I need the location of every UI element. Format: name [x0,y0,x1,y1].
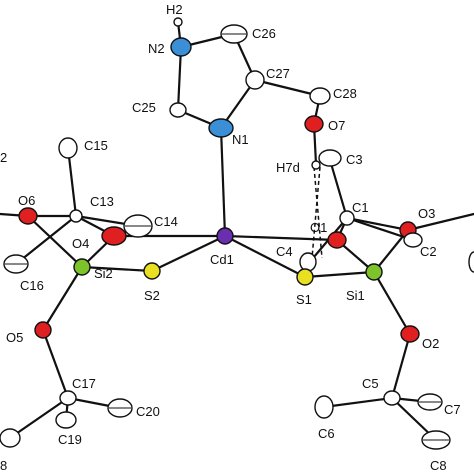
label-c13: C13 [90,194,114,209]
bond-c17-left [8,396,70,440]
bond-c13-c15 [66,146,78,218]
atom-o7 [304,115,324,133]
atom-c28 [309,87,331,105]
atom-cd1 [216,227,234,245]
label-edge-8: 8 [0,458,7,473]
label-c17: C17 [72,376,96,391]
label-c8: C8 [430,458,447,473]
bond-s1-si1 [303,270,376,279]
label-o7: O7 [328,118,345,133]
bond-si2-o6 [26,214,84,269]
atom-o6 [18,207,38,225]
label-o5: O5 [6,330,23,345]
atom-c3 [318,149,342,167]
label-si1: Si1 [346,288,365,303]
label-c14: C14 [154,214,178,229]
atom-si1 [365,263,383,281]
label-edge-2: 2 [0,150,7,165]
bond-c5-c6 [322,396,394,409]
atom-o1 [327,231,347,249]
label-o1: O1 [310,220,327,235]
label-o6: O6 [18,193,35,208]
bond-n2-c25 [176,45,183,112]
atom-o4 [101,226,127,246]
atom-s1 [296,268,314,286]
label-n2: N2 [148,41,165,56]
bond-c1-c3 [328,158,349,220]
label-o2: O2 [422,336,439,351]
label-cd1: Cd1 [210,252,234,267]
bond-si1-o2 [372,270,412,336]
label-c16: C16 [20,278,44,293]
bond-c13-c16 [14,214,78,266]
label-c3: C3 [346,152,363,167]
label-h7d: H7d [276,160,300,175]
atom-c5 [383,390,401,406]
bond-c1-c2 [345,216,415,242]
bond-o2-c5 [390,332,412,400]
bond-cd1-o1 [223,234,339,242]
atoms [0,17,474,450]
label-o3: O3 [418,206,435,221]
octant-lines [5,33,449,441]
atom-n1 [208,118,234,138]
label-c25: C25 [132,100,156,115]
atom-c4 [299,252,317,272]
label-o4: O4 [72,236,89,251]
bond-s2-si2 [80,265,154,273]
bond-n1-cd1 [219,126,227,238]
label-c20: C20 [136,404,160,419]
label-n1: N1 [232,132,249,147]
hbond-h7d-o1 [313,166,323,259]
label-c1: C1 [352,200,369,215]
atom-c19 [55,411,77,429]
atom-edge-right [468,251,474,273]
label-s2: S2 [144,288,160,303]
bond-c27-c28 [253,78,322,98]
hbond-h7d-o1-b [311,166,321,259]
bond-o5-c17 [41,328,70,400]
atom-c-left-bottom [0,428,21,448]
label-c19: C19 [58,432,82,447]
atom-c13 [69,209,83,223]
label-c15: C15 [84,138,108,153]
atom-c2 [403,232,423,248]
atom-c15 [58,137,78,159]
bond-cd1-s2 [150,234,227,273]
label-s1: S1 [296,292,312,307]
label-h2: H2 [166,2,183,17]
label-si2: Si2 [94,266,113,281]
atom-si2 [73,258,91,276]
atom-o2 [400,325,420,343]
atom-c1 [339,210,355,226]
label-c6: C6 [318,426,335,441]
atom-s2 [143,262,161,280]
atom-n2 [170,37,192,57]
label-c4: C4 [276,244,293,259]
label-c2: C2 [420,244,437,259]
label-c7: C7 [444,402,461,417]
label-c28: C28 [333,86,357,101]
atom-h7d [311,160,321,170]
atom-h2 [173,17,183,27]
bond-si2-o5 [41,265,84,332]
atom-c27 [245,70,265,90]
atom-c17 [59,390,77,406]
atom-c6 [314,395,334,419]
bond-cd1-s1 [223,234,307,279]
bond-c1-o3 [345,216,410,232]
atom-c25 [169,102,187,118]
atom-labels: H2 N2 C26 C27 C28 C25 N1 O7 C15 H7d C3 2… [0,2,461,473]
bond-o3-right [406,212,474,232]
atom-o5 [34,321,52,339]
label-c5: C5 [362,376,379,391]
label-c26: C26 [252,26,276,41]
label-c27: C27 [266,66,290,81]
